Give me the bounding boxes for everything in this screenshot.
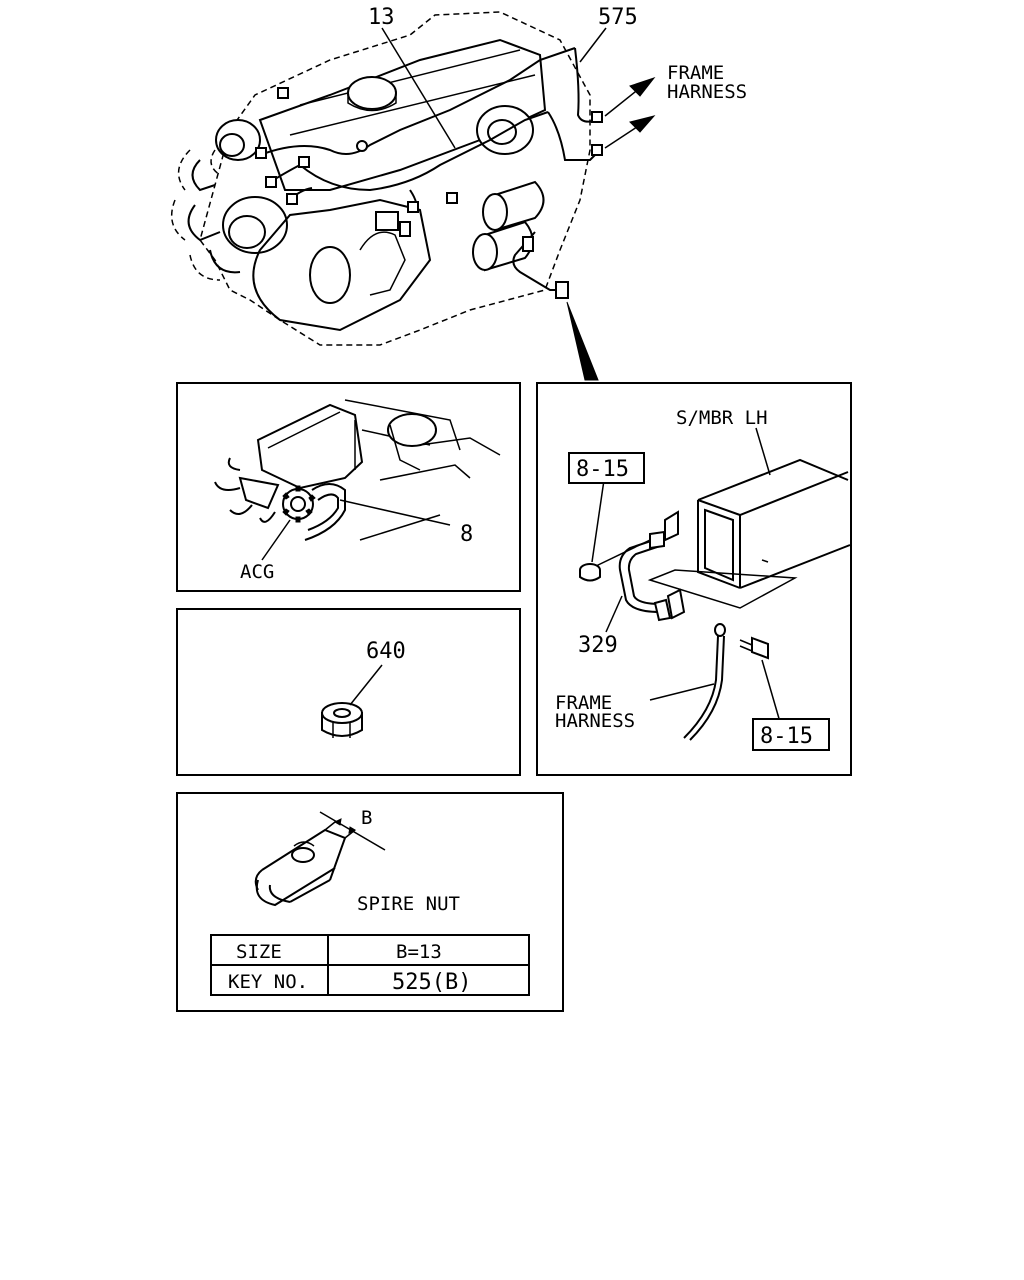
callout-8-15-bolt: 8-15 bbox=[760, 724, 813, 749]
flange-nut bbox=[579, 563, 601, 582]
acg-alternator bbox=[282, 485, 316, 523]
fan-sketch bbox=[214, 457, 280, 523]
frame-harness-label-top-2: HARNESS bbox=[667, 81, 747, 103]
starter-motor bbox=[472, 180, 545, 272]
ref-box-8-15-bolt bbox=[752, 718, 830, 751]
dimension-b bbox=[319, 811, 386, 851]
callout-329: 329 bbox=[578, 633, 618, 658]
spire-nut-clip bbox=[254, 828, 347, 907]
nut-640 bbox=[321, 702, 363, 738]
frame-harness-label-top-1: FRAME bbox=[667, 62, 724, 84]
table-key-value: 525(B) bbox=[392, 970, 471, 995]
callout-640: 640 bbox=[366, 639, 406, 664]
nut-panel: 640 bbox=[176, 608, 521, 776]
acg-panel-frame bbox=[176, 382, 521, 592]
connector-group bbox=[255, 87, 603, 213]
spire-nut-panel: B SPIRE NUT SIZE B=13 KEY NO. 525(B) bbox=[176, 792, 564, 1012]
engine-outline bbox=[199, 11, 591, 346]
flange-bolt bbox=[714, 623, 769, 660]
callout-8: 8 bbox=[460, 522, 473, 547]
valve-cover bbox=[258, 38, 547, 191]
battery-cable bbox=[512, 231, 562, 291]
frame-harness-arrows bbox=[604, 77, 656, 149]
table-size-header: SIZE bbox=[236, 941, 282, 963]
dimension-b-label: B bbox=[361, 807, 372, 829]
side-member bbox=[647, 458, 851, 609]
frame-harness-label-detail-2: HARNESS bbox=[555, 710, 635, 732]
engine-block bbox=[252, 198, 432, 332]
acg-label: ACG bbox=[240, 561, 274, 583]
spire-nut-table bbox=[210, 934, 530, 996]
table-key-header: KEY NO. bbox=[228, 971, 308, 993]
nut-panel-frame bbox=[176, 608, 521, 776]
ref-box-8-15-nut bbox=[568, 452, 645, 484]
acg-panel: 8 ACG bbox=[176, 382, 521, 592]
detail-pointer bbox=[566, 301, 599, 381]
cable-8 bbox=[304, 483, 346, 541]
callout-575: 575 bbox=[598, 5, 638, 30]
frame-harness-575 bbox=[574, 47, 598, 123]
oil-filler-cap bbox=[347, 76, 397, 110]
callout-13: 13 bbox=[368, 5, 395, 30]
spire-nut-label: SPIRE NUT bbox=[357, 893, 460, 915]
cable-329 bbox=[595, 510, 686, 622]
engine-main-view: 13 575 FRAME HARNESS bbox=[170, 5, 747, 381]
engine-harness-13 bbox=[259, 47, 576, 156]
detail-panel: S/MBR LH 8-15 8-15 329 FRAME HARNESS bbox=[536, 382, 852, 776]
callout-8-15-nut: 8-15 bbox=[576, 457, 629, 482]
frame-harness-label-detail-1: FRAME bbox=[555, 692, 612, 714]
frame-harness-detail-cable bbox=[683, 635, 719, 739]
table-size-value: B=13 bbox=[396, 941, 442, 963]
member-label: S/MBR LH bbox=[676, 407, 768, 429]
cooling-fan bbox=[170, 149, 241, 281]
